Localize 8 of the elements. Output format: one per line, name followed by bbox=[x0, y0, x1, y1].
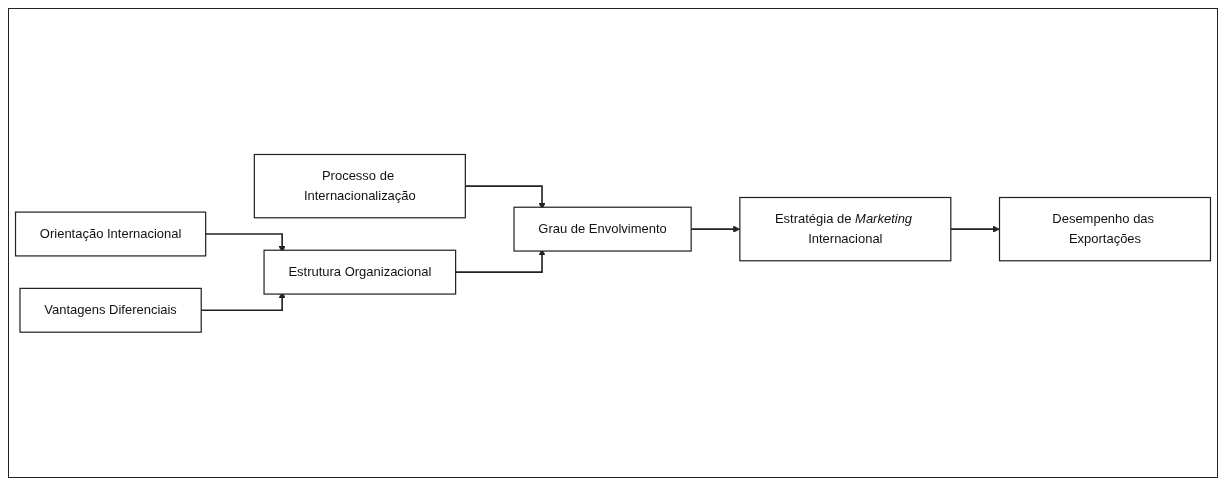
node-box: Estratégia de Marketing Internacional bbox=[739, 196, 952, 262]
node-box: Vantagens Diferenciais bbox=[19, 287, 202, 333]
node-box: Grau de Envolvimento bbox=[513, 206, 692, 252]
node-box: Estrutura Organizacional bbox=[263, 249, 457, 295]
node-box: Processo de Internacionalização bbox=[253, 153, 466, 219]
node-box: Orientação Internacional bbox=[14, 211, 207, 257]
node-box: Desempenho das Exportações bbox=[998, 196, 1212, 262]
arrow bbox=[950, 225, 1000, 233]
